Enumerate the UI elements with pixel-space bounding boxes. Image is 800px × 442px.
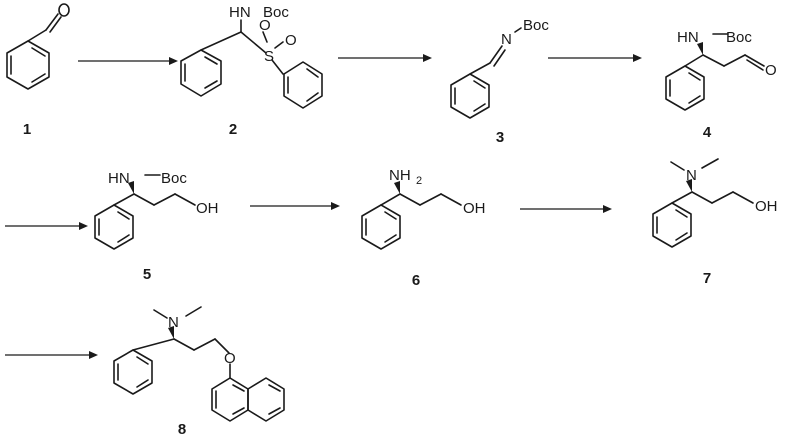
compound-8 xyxy=(113,306,285,422)
compound-number-6: 6 xyxy=(412,272,420,289)
reaction-arrow-5 xyxy=(250,202,340,210)
reaction-arrow-2 xyxy=(338,54,432,62)
atom-label-nh: HN xyxy=(229,4,251,21)
atom-label-o: O xyxy=(259,17,271,34)
compound-5 xyxy=(94,174,196,250)
compound-6 xyxy=(361,181,462,250)
atom-label-oh: OH xyxy=(755,198,778,215)
compound-number-8: 8 xyxy=(178,421,186,438)
compound-3 xyxy=(450,27,522,119)
atom-label-n: N xyxy=(686,167,697,184)
atom-label-nh: HN xyxy=(108,170,130,187)
atom-label-nh2: NH xyxy=(389,167,411,184)
compound-4 xyxy=(665,33,765,111)
compound-number-1: 1 xyxy=(23,121,31,138)
reaction-arrow-7 xyxy=(5,351,98,359)
atom-label-boc: Boc xyxy=(523,17,549,34)
compound-2 xyxy=(180,19,323,109)
atom-label-o: O xyxy=(285,32,297,49)
compound-1 xyxy=(6,3,70,90)
compound-7 xyxy=(652,158,754,248)
reaction-arrow-4 xyxy=(5,222,88,230)
atom-label-n: N xyxy=(168,314,179,331)
atom-label-n: N xyxy=(501,31,512,48)
atom-label-boc: Boc xyxy=(263,4,289,21)
compound-number-5: 5 xyxy=(143,266,151,283)
atom-label-s: S xyxy=(264,48,274,65)
atom-label-boc: Boc xyxy=(161,170,187,187)
atom-label-boc: Boc xyxy=(726,29,752,46)
atom-label-oh: OH xyxy=(196,200,219,217)
subscript-2: 2 xyxy=(416,175,422,187)
compound-number-2: 2 xyxy=(229,121,237,138)
reaction-arrow-1 xyxy=(78,57,178,65)
atom-label-o: O xyxy=(224,350,236,367)
compound-number-7: 7 xyxy=(703,270,711,287)
reaction-arrow-6 xyxy=(520,205,612,213)
atom-label-nh: HN xyxy=(677,29,699,46)
reaction-arrow-3 xyxy=(548,54,642,62)
compound-number-4: 4 xyxy=(703,124,712,141)
atom-label-oh: OH xyxy=(463,200,486,217)
atom-label-o: O xyxy=(765,62,777,79)
compound-number-3: 3 xyxy=(496,129,504,146)
